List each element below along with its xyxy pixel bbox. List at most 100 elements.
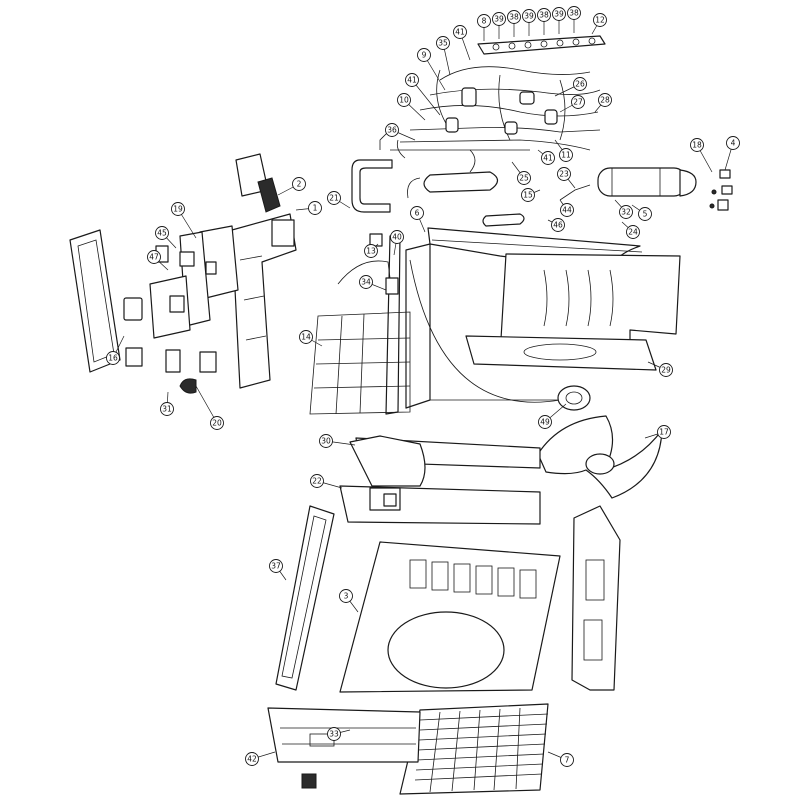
callout-circle: [571, 95, 585, 109]
control-boards: [149, 225, 239, 339]
callout-number: 33: [329, 730, 339, 739]
callout-circle: [559, 148, 573, 162]
valve-manifold: [477, 35, 606, 55]
callout-number: 47: [149, 253, 159, 262]
callout-circle: [390, 230, 404, 244]
callout-24: 24: [621, 221, 640, 239]
callout-number: 18: [692, 141, 702, 150]
callout-36: 36: [385, 123, 416, 141]
box-cover: [69, 229, 121, 373]
callout-circle: [417, 48, 431, 62]
callout-number: 38: [539, 11, 549, 20]
callout-circle: [726, 136, 740, 150]
callout-number: 15: [523, 191, 533, 200]
callout-circle: [310, 474, 324, 488]
callout-17: 17: [644, 425, 671, 439]
callout-number: 41: [407, 76, 417, 85]
callout-circle: [364, 244, 378, 258]
electric-box: [231, 213, 297, 389]
callout-15: 15: [521, 188, 541, 202]
callout-number: 31: [162, 405, 172, 414]
callout-number: 41: [543, 154, 553, 163]
callout-circle: [245, 752, 259, 766]
top-cover: [349, 435, 541, 487]
callout-number: 24: [628, 228, 638, 237]
callout-number: 40: [392, 233, 402, 242]
rear-grille: [309, 311, 411, 415]
callout-circle: [626, 225, 640, 239]
callout-38: 38: [567, 6, 581, 33]
terminal-block: [125, 347, 217, 394]
callout-27: 27: [559, 95, 585, 113]
callout-circle: [552, 7, 566, 21]
callout-circle: [567, 6, 581, 20]
callout-number: 12: [595, 16, 605, 25]
callout-leader-line: [195, 385, 218, 424]
callout-40: 40: [390, 230, 404, 256]
callout-circle: [299, 330, 313, 344]
callout-circle: [492, 12, 506, 26]
callout-circle: [327, 191, 341, 205]
callout-circle: [551, 218, 565, 232]
callout-30: 30: [319, 434, 356, 448]
reactor: [235, 153, 281, 213]
callout-number: 36: [387, 126, 397, 135]
sensor-wire: [337, 260, 393, 295]
callout-circle: [560, 753, 574, 767]
callout-number: 34: [361, 278, 371, 287]
callout-number: 44: [562, 206, 572, 215]
callout-3: 3: [339, 589, 359, 613]
callout-20: 20: [195, 385, 224, 430]
callout-10: 10: [397, 93, 426, 121]
callout-circle: [171, 202, 185, 216]
callout-number: 16: [108, 354, 118, 363]
callout-number: 29: [661, 366, 671, 375]
callout-circle: [537, 8, 551, 22]
callout-circle: [453, 25, 467, 39]
callout-16: 16: [106, 335, 125, 365]
callout-number: 35: [438, 39, 448, 48]
callout-number: 3: [344, 592, 349, 601]
callout-circle: [573, 77, 587, 91]
callout-number: 41: [455, 28, 465, 37]
callout-42: 42: [245, 751, 276, 766]
callout-23: 23: [557, 167, 576, 189]
callout-circle: [659, 363, 673, 377]
callout-circle: [410, 206, 424, 220]
base-tray: [465, 335, 657, 371]
refrigerant-piping: [379, 66, 601, 159]
callout-circle: [405, 73, 419, 87]
callout-44: 44: [559, 199, 574, 217]
callout-29: 29: [647, 361, 673, 377]
callout-circle: [538, 415, 552, 429]
callout-8: 8: [477, 14, 491, 41]
callout-number: 30: [321, 437, 331, 446]
callout-21: 21: [327, 191, 351, 209]
callout-number: 27: [573, 98, 583, 107]
callout-number: 38: [509, 13, 519, 22]
callout-leader-line: [411, 79, 441, 116]
callout-26: 26: [554, 77, 587, 97]
callout-circle: [147, 250, 161, 264]
callout-circle: [210, 416, 224, 430]
callout-4: 4: [724, 136, 740, 171]
callout-number: 25: [519, 174, 529, 183]
callout-circle: [560, 203, 574, 217]
front-grille: [399, 703, 549, 795]
callout-number: 20: [212, 419, 222, 428]
callout-number: 19: [173, 205, 183, 214]
callout-number: 14: [301, 333, 311, 342]
callout-47: 47: [147, 250, 169, 271]
callout-number: 1: [313, 204, 318, 213]
callout-41: 41: [405, 73, 441, 116]
callout-number: 45: [157, 229, 167, 238]
callout-6: 6: [410, 206, 426, 233]
callout-circle: [522, 9, 536, 23]
callout-14: 14: [299, 330, 323, 347]
callout-circle: [557, 167, 571, 181]
callout-34: 34: [359, 275, 387, 291]
callout-number: 39: [494, 15, 504, 24]
callout-22: 22: [310, 474, 343, 489]
callout-number: 8: [482, 17, 487, 26]
